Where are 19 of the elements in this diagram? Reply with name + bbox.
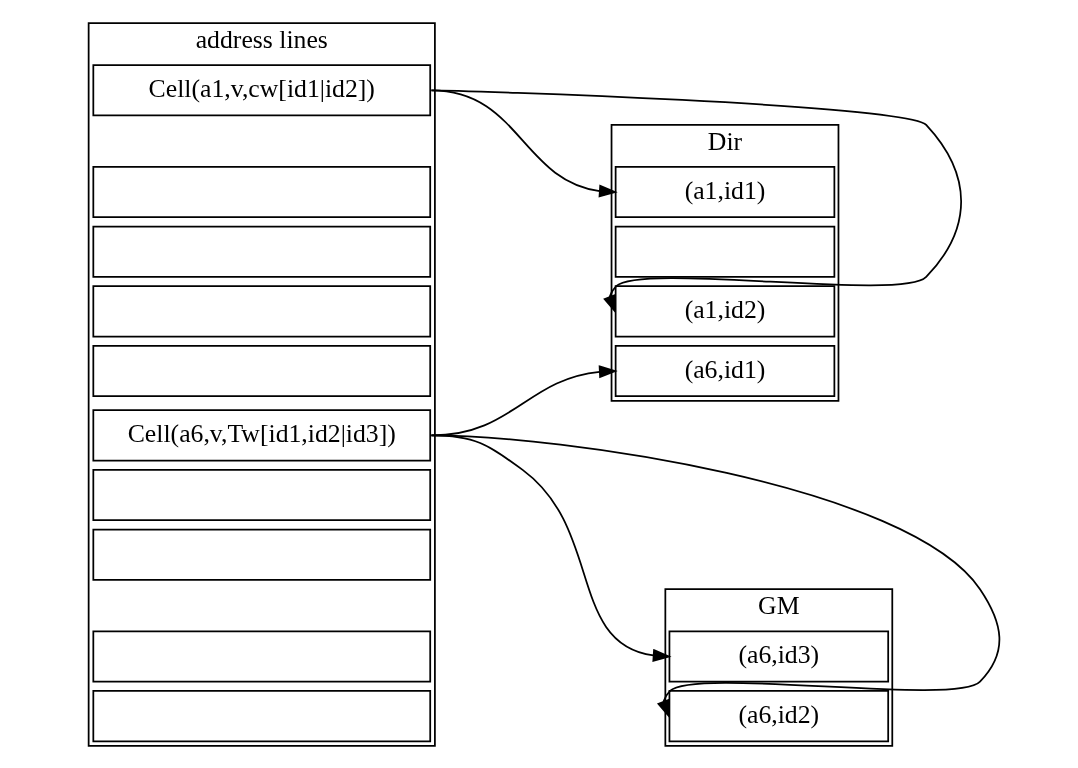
node-box bbox=[91, 165, 431, 218]
node-box: Cell(a6,v,Tw[id1,id2|id3]) bbox=[91, 408, 431, 461]
node-box bbox=[91, 284, 431, 337]
node-box: (a1,id1) bbox=[614, 165, 835, 218]
arrow bbox=[430, 88, 962, 314]
node-box bbox=[91, 689, 431, 742]
node-box bbox=[91, 629, 431, 682]
node-box: (a1,id2) bbox=[614, 284, 835, 337]
node-box bbox=[91, 468, 431, 521]
node-box: (a6,id3) bbox=[668, 629, 889, 682]
arrow bbox=[430, 364, 618, 436]
node-box: (a6,id2) bbox=[668, 689, 889, 742]
node-box bbox=[91, 225, 431, 278]
node-box bbox=[91, 528, 431, 581]
node-box bbox=[91, 344, 431, 397]
node-box: Cell(a1,v,cw[id1|id2]) bbox=[91, 63, 431, 116]
node-box bbox=[614, 225, 835, 278]
arrow bbox=[430, 434, 1000, 719]
node-box: (a6,id1) bbox=[614, 344, 835, 397]
